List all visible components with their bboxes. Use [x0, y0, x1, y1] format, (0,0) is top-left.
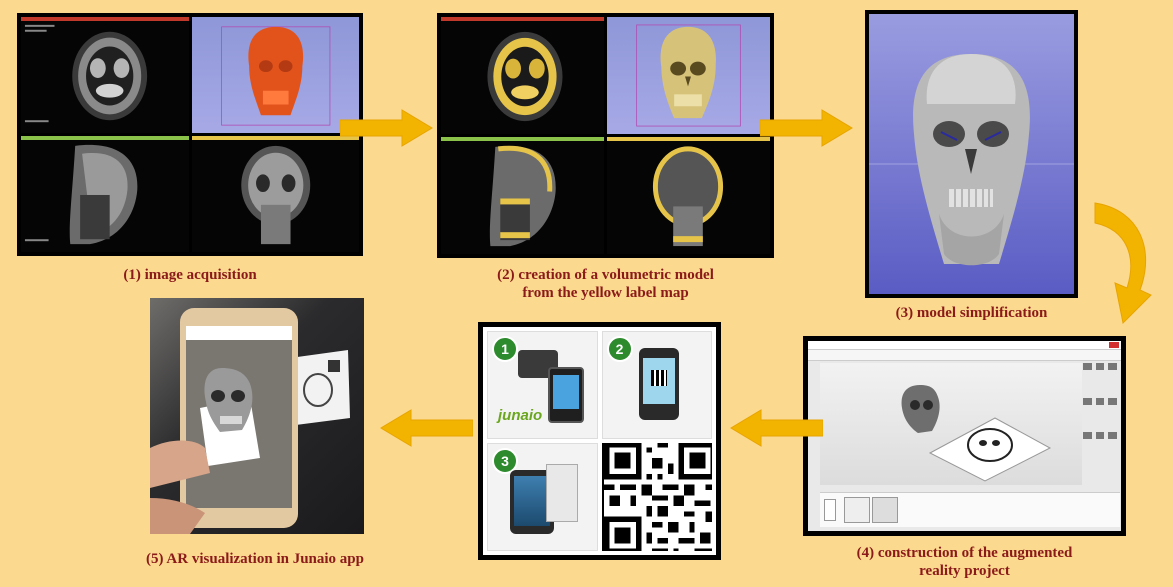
ct-sagittal-label-image [489, 145, 556, 247]
caption-step1: (1) image acquisition [123, 267, 257, 283]
panel-image-acquisition [17, 13, 363, 256]
ct-coronal-image [240, 145, 310, 245]
close-icon[interactable] [1109, 342, 1119, 348]
tool-icon[interactable] [1108, 397, 1117, 405]
skull-icon [636, 24, 741, 127]
sagittal-label-view [441, 137, 604, 254]
editor-title-bar [808, 341, 1121, 350]
editor-canvas [820, 363, 1082, 485]
tool-icon[interactable] [1083, 397, 1092, 405]
scene-thumb[interactable] [872, 497, 898, 523]
ct-coronal-label-image [652, 146, 724, 247]
tool-icon[interactable] [1108, 363, 1117, 370]
editor-toolbar [808, 350, 1121, 361]
axial-label-view [441, 17, 604, 134]
tool-icon[interactable] [1083, 363, 1092, 370]
caption-step3: (3) model simplification [895, 305, 1048, 321]
arrow-left-icon [730, 409, 823, 447]
step-install-app: 1 junaio [487, 331, 598, 439]
tool-icon[interactable] [1108, 432, 1117, 440]
qr-code-frame [601, 443, 712, 551]
simplified-model-view [869, 14, 1074, 294]
coronal-label-view [607, 137, 770, 254]
tool-palette [1083, 363, 1117, 463]
qr-code-cell [601, 443, 712, 551]
ct-axial-label-image [487, 31, 563, 122]
tool-icon[interactable] [1095, 397, 1105, 405]
junaio-logo: junaio [498, 407, 543, 424]
panel-junaio-steps: 1 junaio 2 3 [478, 322, 721, 560]
panel-volumetric-model [437, 13, 774, 258]
editor-window [808, 341, 1121, 531]
caption-step5: (5) AR visualization in Junaio app [146, 551, 364, 567]
3d-render-view [191, 17, 359, 133]
scene-thumbnails [820, 492, 1120, 527]
panel-model-simplification [865, 10, 1078, 298]
tool-icon[interactable] [1083, 432, 1092, 440]
qr-code-icon [650, 370, 667, 386]
arrow-right-icon [340, 109, 433, 147]
arrow-right-icon [760, 109, 853, 147]
tool-icon[interactable] [1095, 363, 1105, 370]
phone-icon [150, 308, 350, 534]
badge-1: 1 [492, 336, 518, 362]
ct-axial-image [24, 24, 148, 123]
badge-2: 2 [606, 336, 633, 362]
phone-icon [548, 367, 584, 423]
qr-code-icon [603, 443, 712, 551]
panel-ar-project [803, 336, 1126, 536]
phone-icon [638, 348, 679, 420]
phone-icon[interactable] [824, 499, 836, 521]
step-scan-code: 2 [601, 331, 712, 439]
tool-icon[interactable] [1095, 432, 1105, 440]
skull-icon [901, 385, 1052, 482]
arrow-curve-down-icon [1094, 202, 1152, 325]
3d-model-view [607, 17, 770, 134]
photo-stack-icon [546, 464, 578, 522]
sagittal-slice-view [21, 136, 189, 252]
scene-thumb[interactable] [844, 497, 870, 523]
step-view-ar: 3 [487, 443, 598, 551]
badge-3: 3 [492, 448, 518, 474]
skull-icon [220, 26, 330, 126]
coronal-slice-view [191, 136, 359, 252]
arrow-left-icon [380, 409, 473, 447]
axial-slice-view [21, 17, 189, 133]
skull-icon [869, 54, 1074, 266]
ct-sagittal-image [24, 144, 138, 245]
ar-visualization-photo [150, 298, 364, 534]
caption-step2: (2) creation of a volumetric model from … [497, 267, 714, 301]
caption-step4: (4) construction of the augmented realit… [856, 545, 1073, 579]
junaio-grid: 1 junaio 2 3 [483, 327, 716, 555]
